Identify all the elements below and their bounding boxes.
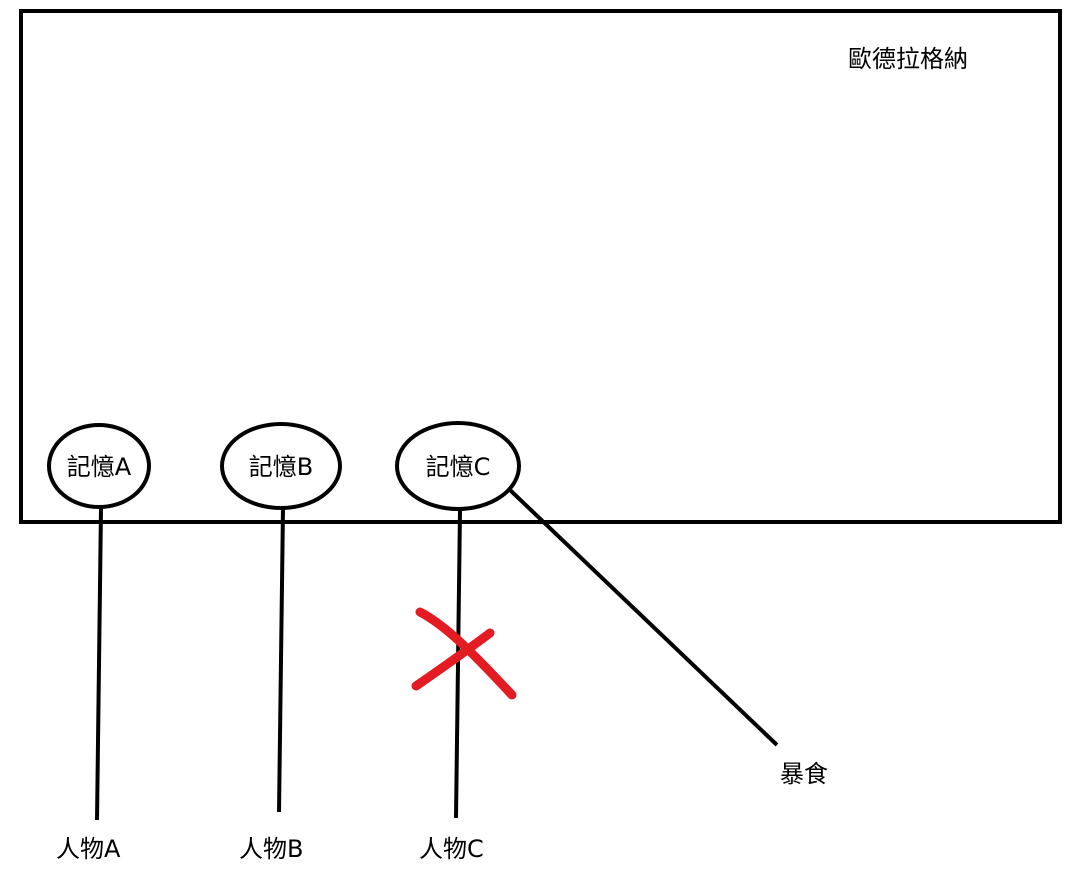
container-box: [19, 9, 1062, 524]
person-label-b: 人物B: [239, 835, 303, 863]
memory-node-c: 記憶C: [395, 421, 521, 511]
memory-ellipse: [395, 421, 521, 511]
memory-label: 記憶A: [67, 453, 132, 481]
memory-node-b: 記憶B: [220, 422, 342, 510]
person-label-a: 人物A: [56, 835, 121, 863]
connector-memory-c-gluttony: [508, 488, 779, 747]
memory-ellipse: [220, 422, 342, 510]
cross-stroke-1: [415, 607, 517, 700]
person-label-c: 人物C: [419, 835, 484, 863]
cross-stroke-2: [411, 628, 495, 691]
connector-memory-c-person-c: [454, 509, 462, 819]
container-title: 歐德拉格納: [848, 45, 968, 73]
memory-label: 記憶B: [249, 453, 313, 481]
memory-node-a: 記憶A: [47, 423, 151, 509]
cross-mark-icon: [411, 607, 517, 700]
gluttony-label: 暴食: [780, 760, 828, 788]
connector-memory-a-person-a: [95, 507, 103, 821]
connector-memory-b-person-b: [277, 507, 285, 813]
memory-ellipse: [47, 423, 151, 509]
memory-label: 記憶C: [426, 453, 491, 481]
